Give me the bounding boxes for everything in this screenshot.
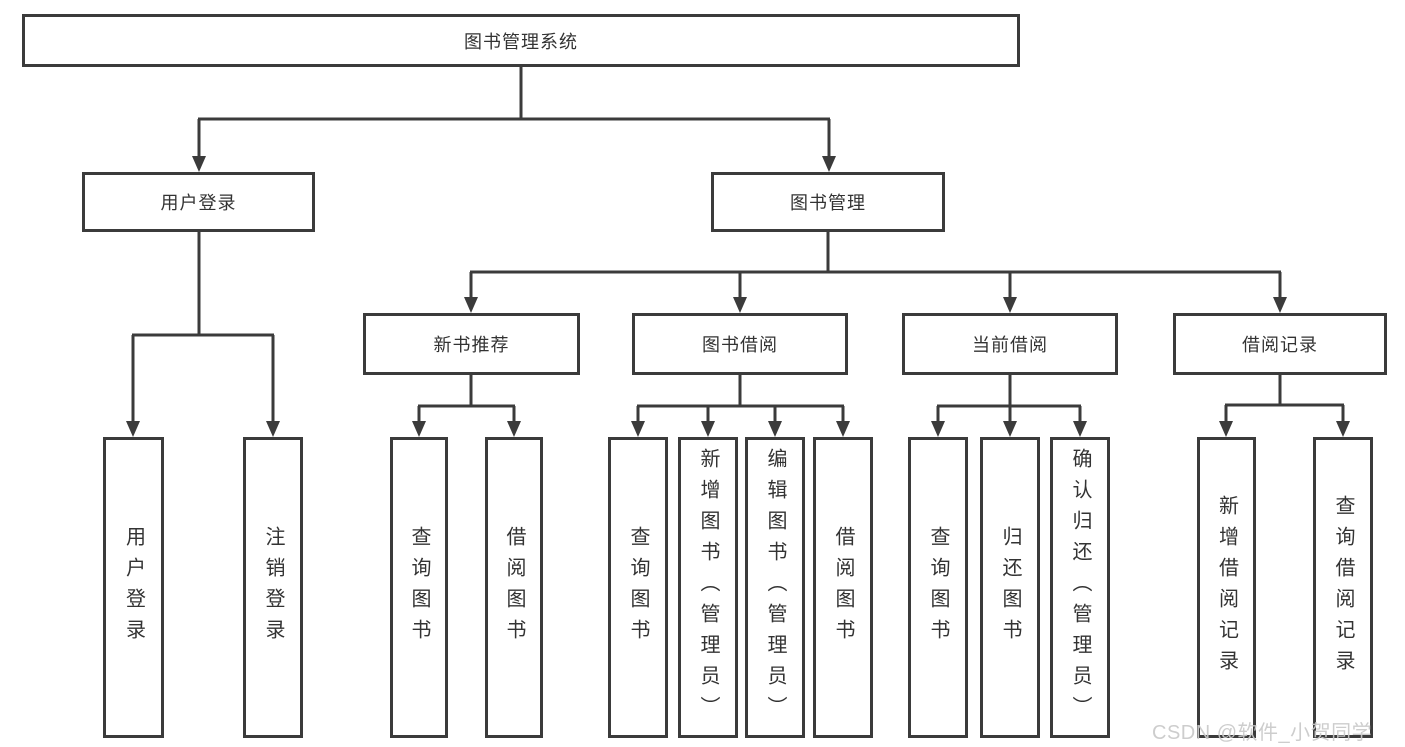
node-label: 编辑图书（管理员） [764, 448, 786, 727]
leaf-return-books: 归还图书 [980, 437, 1040, 738]
leaf-recommend-query-books: 查询图书 [390, 437, 448, 738]
leaf-query-borrow-record: 查询借阅记录 [1313, 437, 1373, 738]
node-label: 查询借阅记录 [1332, 494, 1354, 681]
leaf-logout: 注销登录 [243, 437, 303, 738]
leaf-borrow-query-books: 查询图书 [608, 437, 668, 738]
node-label: 查询图书 [408, 525, 430, 650]
node-label: 用户登录 [122, 525, 145, 650]
node-label: 新增图书（管理员） [697, 448, 719, 727]
node-new-book-recommend: 新书推荐 [363, 313, 580, 375]
node-label: 图书管理系统 [464, 31, 578, 52]
leaf-add-books-admin: 新增图书（管理员） [678, 437, 738, 738]
node-label: 借阅图书 [503, 525, 525, 650]
csdn-watermark: CSDN @软件_小贺同学 [1152, 722, 1373, 744]
node-label: 归还图书 [999, 525, 1021, 650]
leaf-user-login: 用户登录 [103, 437, 164, 738]
node-current-borrow: 当前借阅 [902, 313, 1118, 375]
node-label: 新增借阅记录 [1215, 494, 1238, 681]
node-label: 当前借阅 [972, 335, 1048, 355]
node-label: 图书管理 [790, 193, 866, 213]
node-borrow-records: 借阅记录 [1173, 313, 1387, 375]
node-label: 查询图书 [627, 525, 649, 650]
leaf-current-query-books: 查询图书 [908, 437, 968, 738]
node-book-borrow: 图书借阅 [632, 313, 848, 375]
leaf-confirm-return-admin: 确认归还（管理员） [1050, 437, 1110, 738]
node-label: 确认归还（管理员） [1069, 448, 1091, 727]
node-label: 借阅图书 [832, 525, 854, 650]
leaf-recommend-borrow-books: 借阅图书 [485, 437, 543, 738]
node-label: 用户登录 [160, 193, 237, 213]
node-book-management: 图书管理 [711, 172, 945, 232]
leaf-borrow-books: 借阅图书 [813, 437, 873, 738]
leaf-add-borrow-record: 新增借阅记录 [1197, 437, 1256, 738]
node-label: 查询图书 [927, 525, 949, 650]
node-label: 注销登录 [262, 525, 284, 650]
node-label: 新书推荐 [433, 335, 510, 355]
node-label: 借阅记录 [1242, 335, 1318, 355]
node-library-management-system: 图书管理系统 [22, 14, 1020, 67]
leaf-edit-books-admin: 编辑图书（管理员） [745, 437, 805, 738]
node-user-login: 用户登录 [82, 172, 315, 232]
node-label: 图书借阅 [702, 335, 778, 355]
